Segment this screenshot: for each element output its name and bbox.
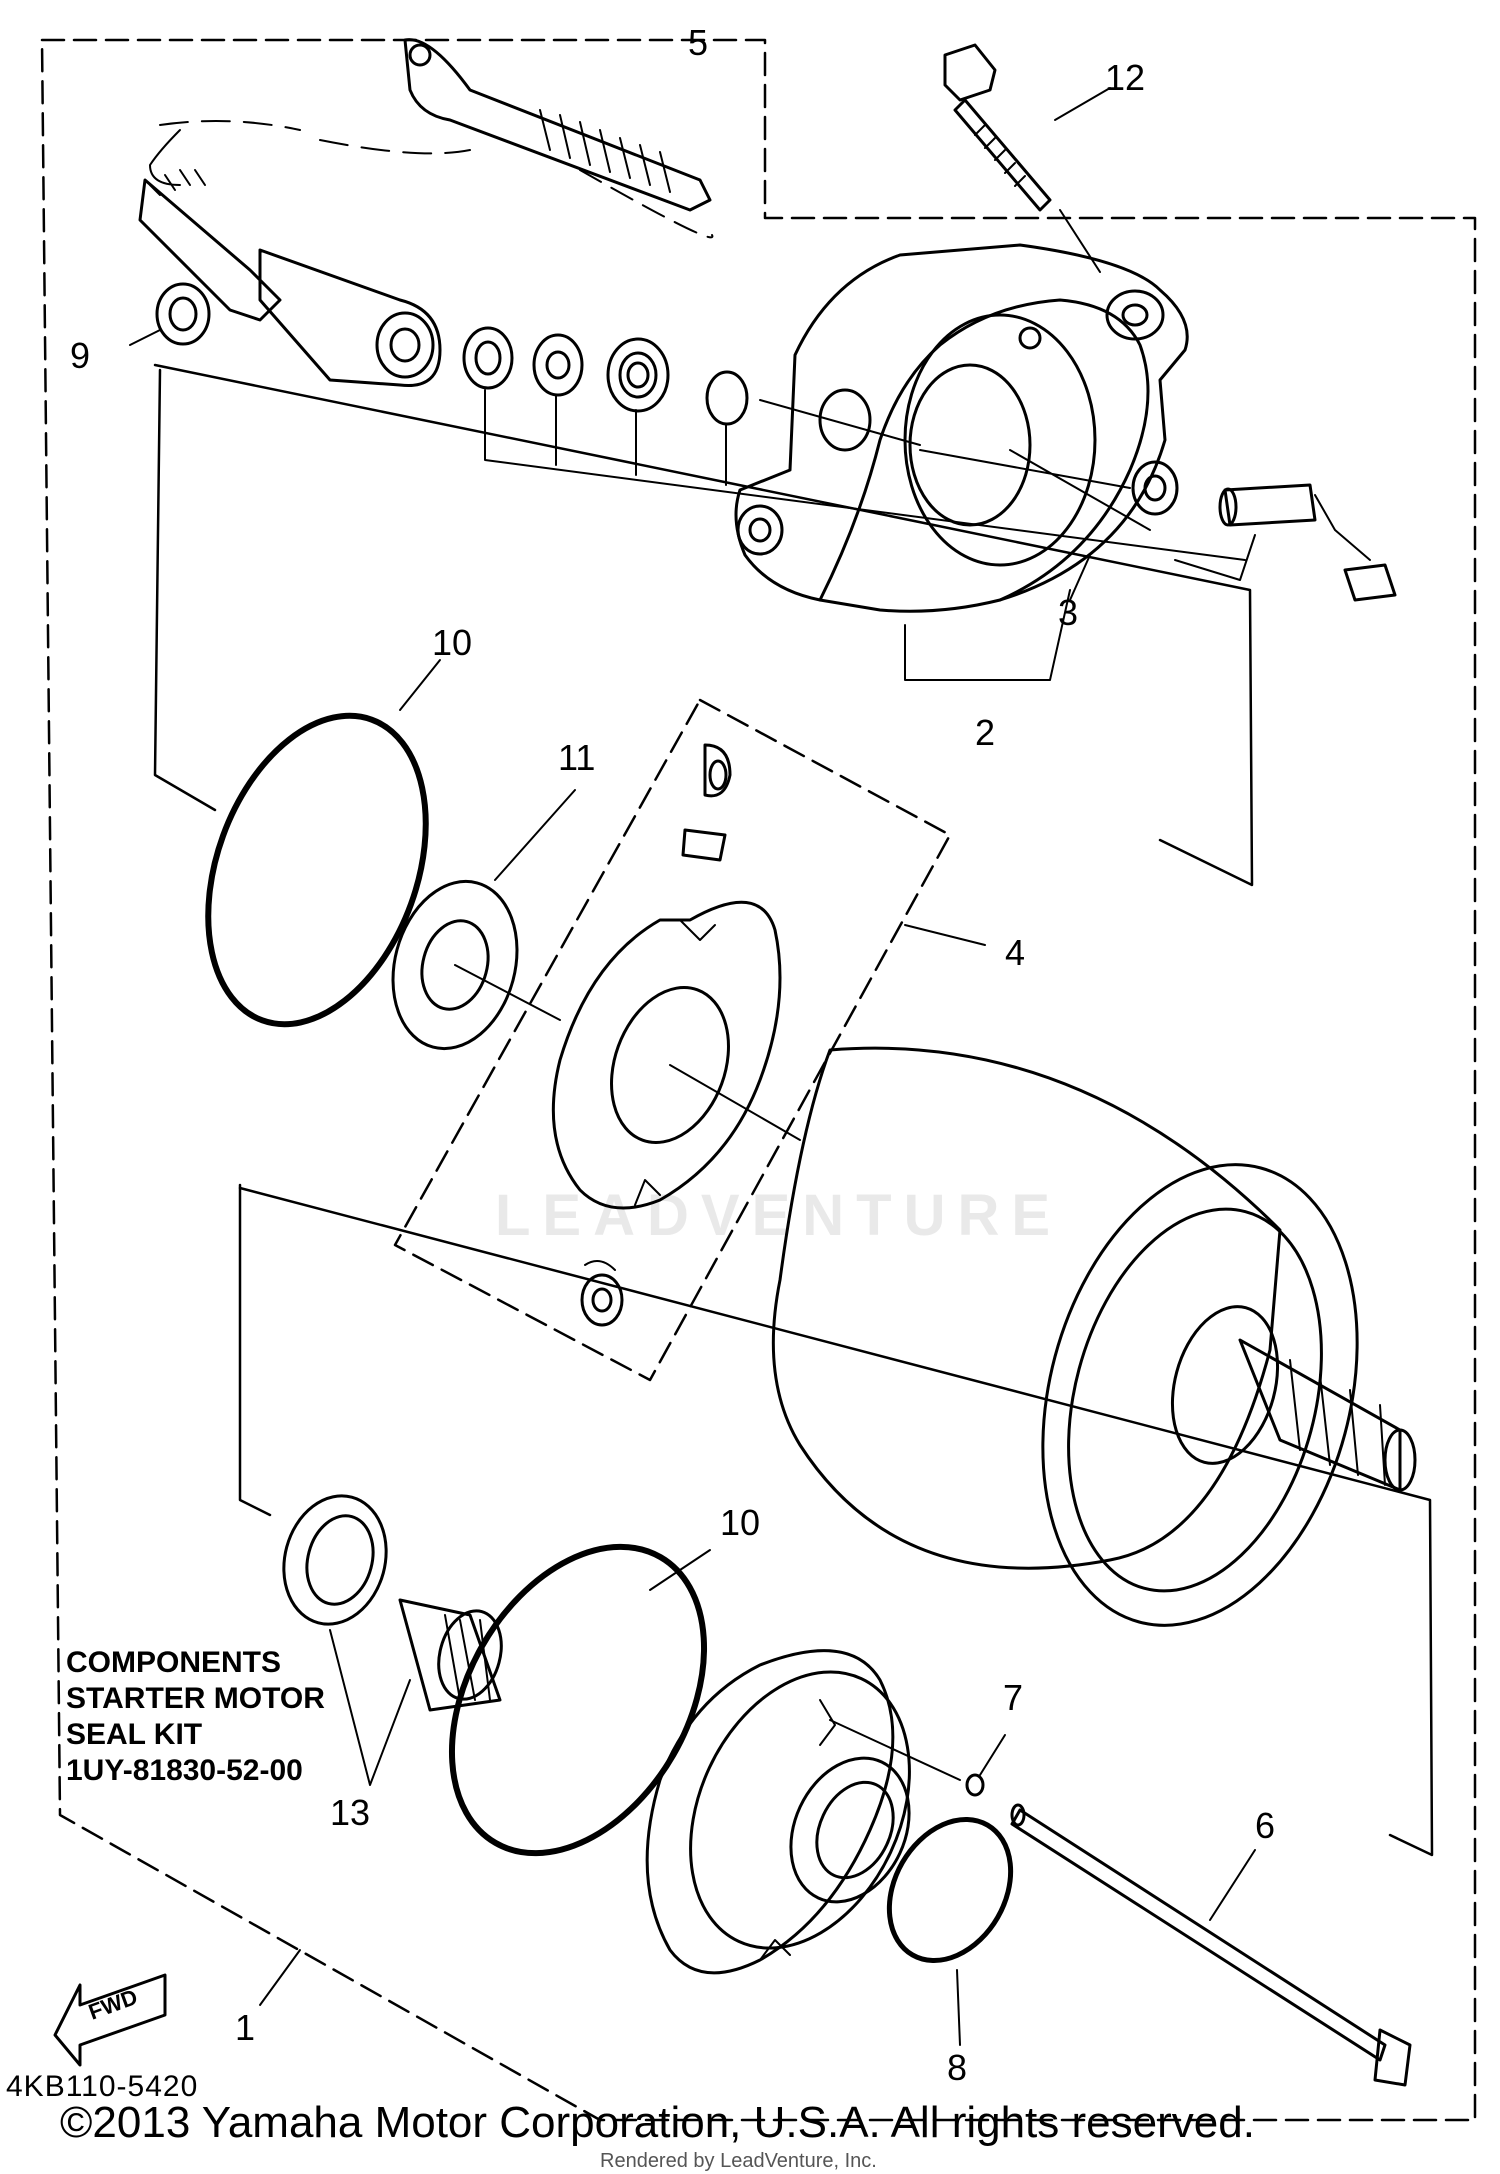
- brush-terminal-part: [1218, 483, 1397, 602]
- callout-2: 2: [975, 712, 995, 753]
- o-ring-lower-part: [448, 1543, 708, 1857]
- kit-line-1: COMPONENTS: [66, 1646, 282, 1679]
- nut-part: [155, 282, 211, 346]
- rendered-by-notice: Rendered by LeadVenture, Inc.: [600, 2150, 877, 2172]
- callout-13: 13: [330, 1792, 370, 1833]
- kit-part-number: 1UY-81830-52-00: [66, 1754, 303, 1787]
- o-ring-small-part: [965, 1773, 985, 1797]
- fwd-label: FWD: [85, 1984, 141, 2025]
- callout-11: 11: [558, 737, 595, 778]
- washer-set: [462, 326, 749, 426]
- callout-3: 3: [1058, 592, 1078, 633]
- brush-kit-boundary: [393, 698, 952, 1382]
- bolt-part: [943, 43, 1052, 212]
- yoke-housing-part: [771, 1046, 1417, 1627]
- o-ring-8-part: [886, 1816, 1014, 1964]
- callout-9: 9: [70, 335, 90, 376]
- front-cover-part: [645, 1649, 911, 1975]
- leadventure-watermark: LEADVENTURE: [495, 1183, 1063, 1248]
- callout-12: 12: [1105, 57, 1145, 98]
- callout-5: 5: [688, 22, 708, 63]
- kit-line-2: STARTER MOTOR: [66, 1682, 325, 1715]
- callout-10-upper: 10: [432, 622, 472, 663]
- through-bolt-part: [1010, 1803, 1412, 2087]
- washer-11-part: [391, 879, 519, 1051]
- kit-line-3: SEAL KIT: [66, 1718, 203, 1751]
- assembly-boundary: [40, 38, 1477, 2122]
- callout-4: 4: [1005, 932, 1025, 973]
- callout-8: 8: [947, 2047, 967, 2088]
- diagram-code: 4KB110-5420: [6, 2070, 199, 2103]
- callout-10-lower: 10: [720, 1502, 760, 1543]
- callout-6: 6: [1255, 1805, 1275, 1846]
- rear-bracket-part: [734, 243, 1189, 613]
- brush-plate-part: [551, 900, 782, 1210]
- o-ring-upper-part: [205, 712, 429, 1028]
- brush-spring-part: [580, 743, 732, 1327]
- callout-1: 1: [235, 2007, 255, 2048]
- cable-lead-part: [138, 38, 714, 388]
- callout-7: 7: [1003, 1677, 1023, 1718]
- seal-kit-label: COMPONENTS STARTER MOTOR SEAL KIT 1UY-81…: [66, 1645, 325, 1789]
- copyright-notice: ©2013 Yamaha Motor Corporation, U.S.A. A…: [60, 2098, 1255, 2147]
- fwd-arrow-icon: [53, 1973, 167, 2067]
